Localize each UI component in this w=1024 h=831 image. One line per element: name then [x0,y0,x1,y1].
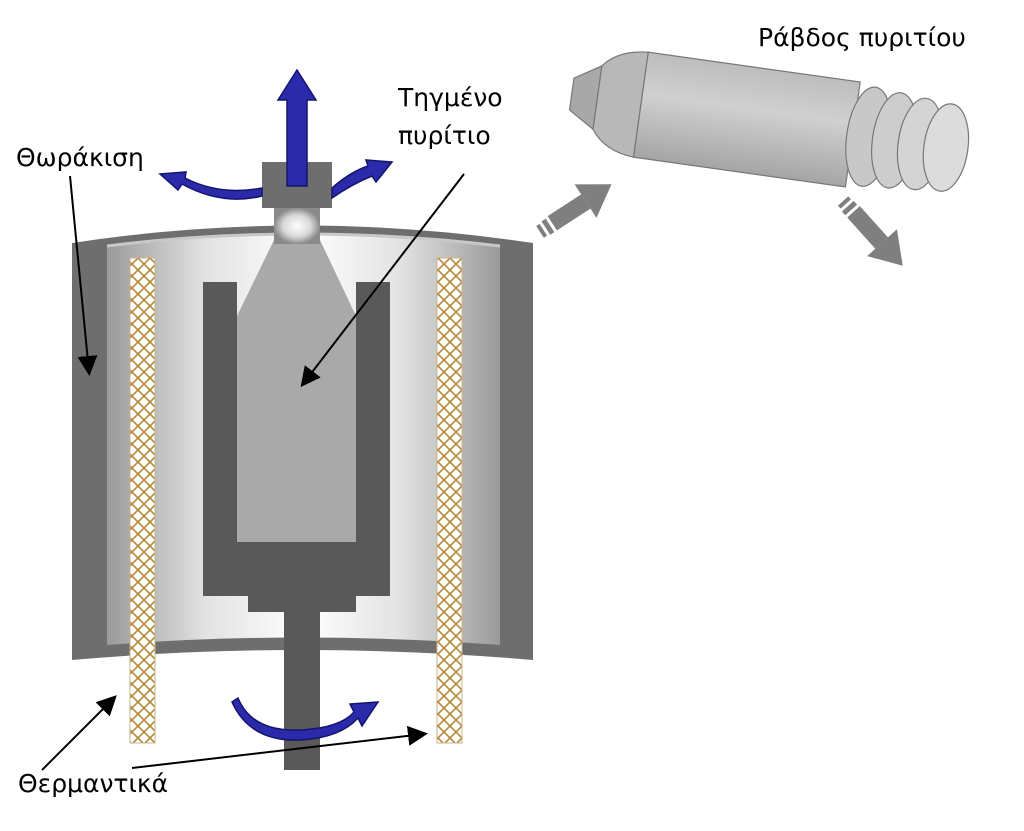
heater-pointer-right [131,725,428,769]
heater-left [129,257,156,744]
rotation-arrow-top-left [158,171,263,200]
rotation-arrow-top-right [331,159,394,200]
label-molten-silicon-line2: πυρίτιο [398,121,491,150]
label-silicon-rod: Ράβδος πυριτίου [758,23,966,52]
process-arrow-1 [536,184,612,238]
pull-up-arrow [276,68,318,187]
label-heaters: Θερμαντικά [18,769,168,798]
molten-pointer [300,173,465,388]
rotation-arrow-bottom [231,696,380,741]
label-shielding: Θωράκιση [16,143,144,172]
molten-silicon [237,240,356,542]
seed-glow [274,208,320,244]
process-arrow-2 [837,196,903,266]
heater-right [436,257,463,744]
silicon-rod [568,51,970,192]
crucible [203,282,390,770]
label-molten-silicon-line1: Τηγμένο [397,83,503,112]
heater-pointer-left [41,695,117,771]
shielding-pointer [69,175,98,376]
